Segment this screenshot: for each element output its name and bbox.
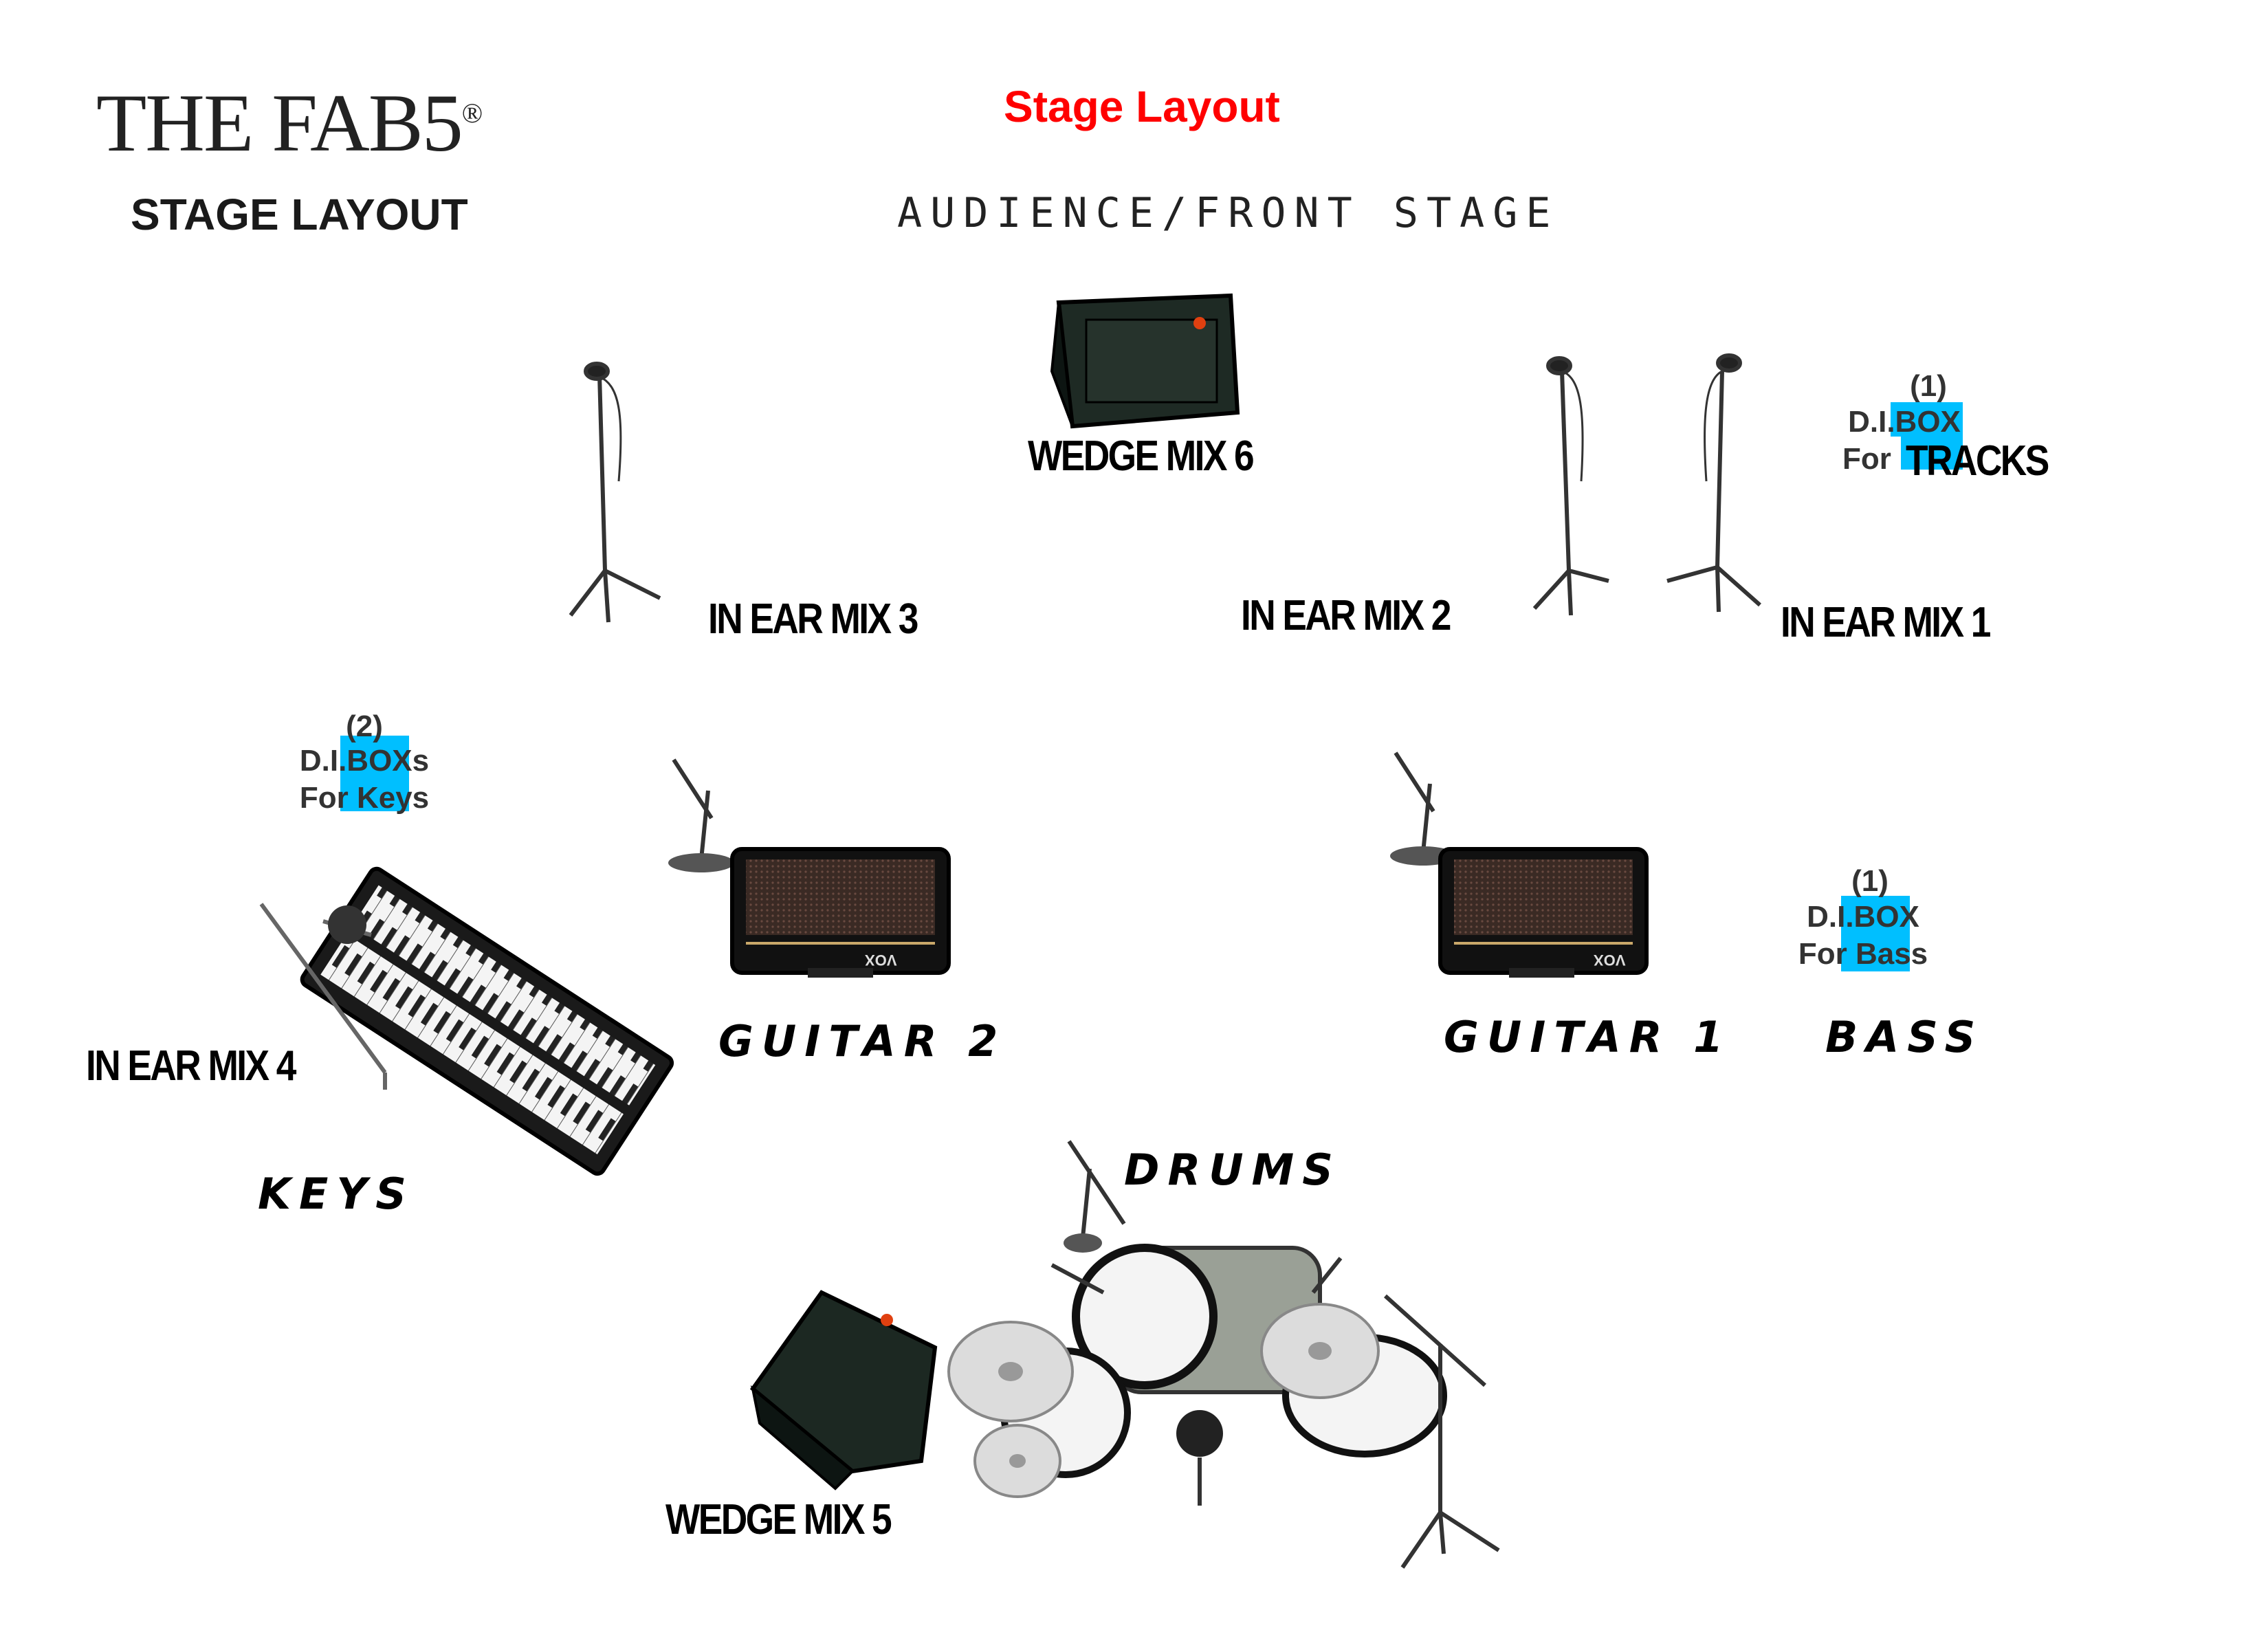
- keys-mic-stand: [259, 903, 387, 1090]
- di-highlight: [340, 736, 409, 811]
- label-guitar-2: GUITAR 2: [718, 1016, 1006, 1066]
- label-wedge-mix-5: WEDGE MIX 5: [665, 1496, 892, 1543]
- label-in-ear-mix-4: IN EAR MIX 4: [86, 1042, 296, 1090]
- wedge-monitor-6: [1050, 293, 1240, 429]
- amp-brand-guitar-1: VOX: [1594, 952, 1626, 969]
- di-line-2: For: [1842, 442, 1891, 476]
- amp-brand-guitar-2: VOX: [865, 952, 897, 969]
- label-in-ear-mix-2: IN EAR MIX 2: [1241, 592, 1451, 639]
- di-highlight: [1891, 402, 1963, 437]
- di-count: (2): [346, 710, 383, 743]
- drums-mic-stand: [1383, 1294, 1500, 1569]
- mic-stand-2: [1532, 356, 1609, 616]
- di-line-1: D.I.BOX: [1807, 900, 1919, 934]
- di-line-2: For Keys: [299, 781, 430, 815]
- label-guitar-1: GUITAR 1: [1444, 1012, 1732, 1062]
- label-tracks: TRACKS: [1906, 437, 2049, 485]
- mic-stand-3: [569, 362, 661, 623]
- di-line-2: For Bass: [1798, 937, 1928, 971]
- label-wedge-mix-6: WEDGE MIX 6: [1028, 432, 1255, 480]
- label-in-ear-mix-1: IN EAR MIX 1: [1781, 599, 1991, 646]
- wedge-monitor-5: [749, 1290, 938, 1490]
- di-box-bass: (1) D.I.BOX For Bass: [1794, 863, 1946, 980]
- guitar-amp-2: [730, 847, 951, 978]
- di-line-1: D.I.BOX: [1848, 405, 1961, 439]
- brand-logo: THE FAB5® STAGE LAYOUT: [96, 76, 536, 248]
- di-highlight: [1901, 437, 1963, 470]
- drums-boom-mic: [1064, 1140, 1126, 1253]
- di-box-tracks: (1) D.I.BOX For TRACKS: [1842, 368, 2049, 492]
- keyboard: [300, 866, 674, 1176]
- guitar-amp-1: [1438, 847, 1649, 978]
- di-box-keys: (2) D.I.BOXs For Keys: [296, 708, 447, 825]
- label-in-ear-mix-3: IN EAR MIX 3: [708, 595, 918, 643]
- di-count: (1): [1910, 369, 1947, 403]
- logo-subtitle: STAGE LAYOUT: [131, 190, 468, 239]
- drum-kit: [947, 1244, 1447, 1506]
- logo-wordmark: THE FAB5®: [96, 77, 483, 168]
- label-keys: KEYS: [258, 1169, 415, 1219]
- boom-mic-guitar-2: [668, 758, 734, 872]
- di-highlight: [1841, 896, 1910, 971]
- di-count: (1): [1851, 864, 1889, 898]
- di-line-1: D.I.BOXs: [299, 744, 430, 778]
- label-drums: DRUMS: [1124, 1145, 1341, 1195]
- audience-front-label: AUDIENCE/FRONT STAGE: [897, 189, 1559, 237]
- mic-stand-1: [1666, 353, 1761, 613]
- page-title: Stage Layout: [1004, 82, 1280, 131]
- label-bass: BASS: [1825, 1012, 1984, 1062]
